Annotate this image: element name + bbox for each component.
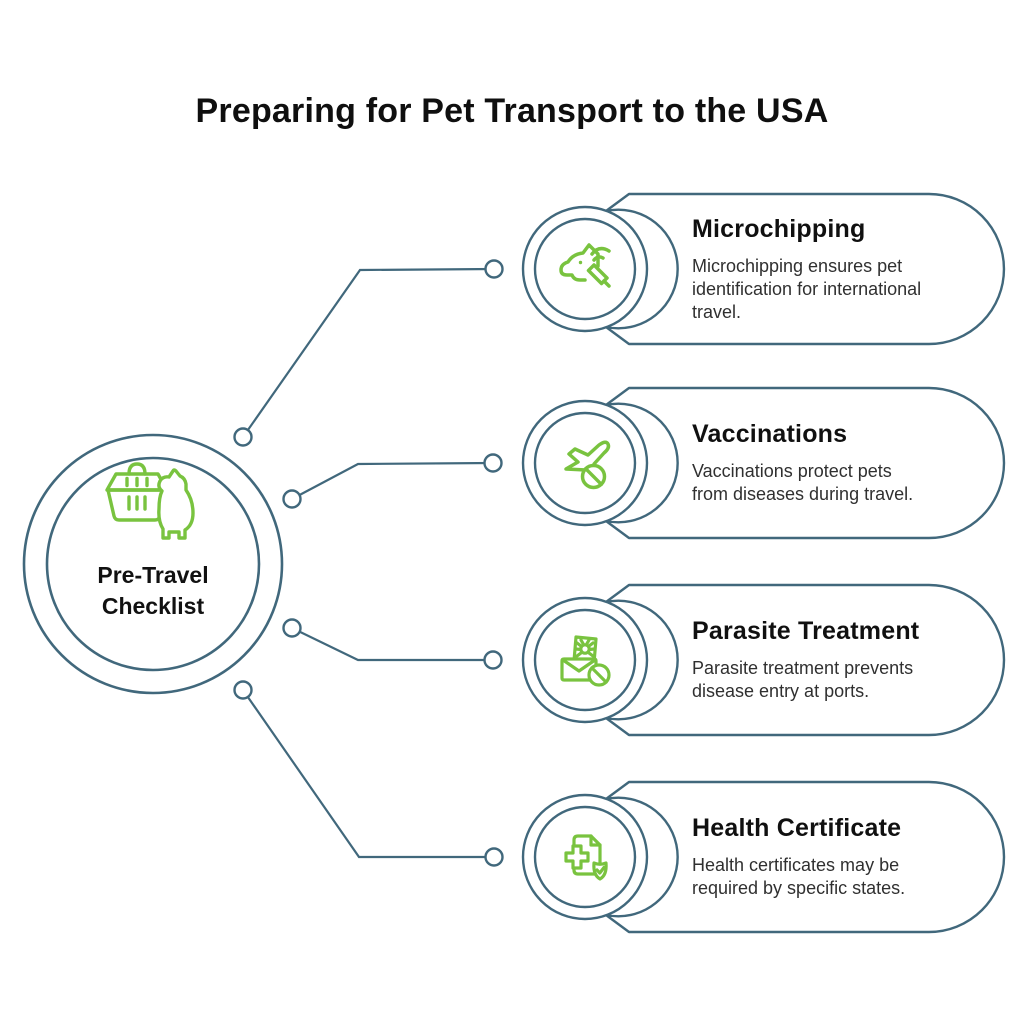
item-microchipping: Microchipping Microchipping ensures pet … bbox=[692, 194, 992, 344]
envelope-bug-blocked-icon bbox=[560, 635, 611, 687]
item-title: Vaccinations bbox=[692, 420, 848, 448]
item-title: Health Certificate bbox=[692, 814, 902, 842]
card-shape-parasite-treatment bbox=[604, 583, 1006, 737]
item-title: Parasite Treatment bbox=[692, 617, 920, 645]
connector-node bbox=[282, 489, 302, 509]
hub-outer-ring bbox=[22, 433, 284, 695]
connector-node bbox=[484, 259, 504, 279]
connector-parasite-treatment bbox=[291, 627, 493, 662]
airplane-no-disease-icon bbox=[564, 440, 611, 490]
item-description: Parasite treatment prevents disease entr… bbox=[692, 658, 914, 701]
connector-node bbox=[483, 453, 503, 473]
item-description: Microchipping ensures pet identification… bbox=[692, 255, 922, 322]
item-description: Health certificates may be required by s… bbox=[692, 855, 906, 898]
connector-node bbox=[233, 680, 253, 700]
connector-microchipping bbox=[242, 267, 495, 438]
connector-nodes bbox=[233, 259, 504, 867]
dog-microchip-scan-icon bbox=[559, 243, 611, 288]
connector-health-certificate bbox=[242, 689, 494, 859]
connector-node bbox=[483, 650, 503, 670]
item-health-certificate: Health Certificate Health certificates m… bbox=[692, 782, 992, 932]
item-vaccinations: Vaccinations Vaccinations protect pets f… bbox=[692, 388, 992, 538]
card-shape-health-certificate bbox=[604, 780, 1006, 934]
medical-document-shield-check-icon bbox=[564, 834, 608, 881]
hub-label: Pre-Travel Checklist bbox=[97, 562, 209, 619]
page-title: Preparing for Pet Transport to the USA bbox=[195, 92, 829, 130]
connector-node bbox=[233, 427, 253, 447]
icon-badge-vaccinations bbox=[521, 399, 649, 527]
connector-node bbox=[282, 618, 302, 638]
connector-vaccinations bbox=[291, 461, 494, 500]
card-shape-vaccinations bbox=[604, 386, 1006, 540]
card-shape-microchipping bbox=[604, 192, 1006, 346]
item-title: Microchipping bbox=[692, 214, 866, 243]
hub-inner-ring bbox=[45, 456, 261, 672]
item-parasite-treatment: Parasite Treatment Parasite treatment pr… bbox=[692, 585, 992, 735]
connector-node bbox=[484, 847, 504, 867]
icon-badge-microchipping bbox=[521, 205, 649, 333]
pet-carrier-and-dog-icon bbox=[105, 462, 195, 540]
item-description: Vaccinations protect pets from diseases … bbox=[692, 461, 914, 504]
